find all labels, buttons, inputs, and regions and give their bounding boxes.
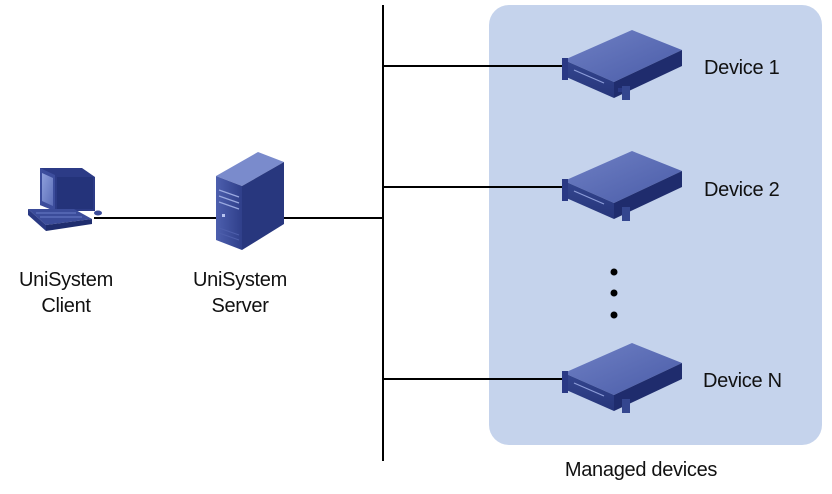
- device-n-label: Device N: [703, 370, 782, 392]
- client-label-line1: UniSystem: [19, 269, 113, 291]
- server-label-line2: Server: [211, 295, 269, 317]
- pc-icon: [28, 168, 102, 231]
- server-tower-icon: [216, 152, 284, 250]
- switch-icon-device-1: [562, 30, 682, 100]
- device-2-label: Device 2: [704, 179, 780, 201]
- device-1-label: Device 1: [704, 57, 780, 79]
- network-links: [94, 5, 568, 461]
- managed-devices-label: Managed devices: [564, 459, 718, 481]
- switch-icon-device-n: [562, 343, 682, 413]
- switch-icon-device-2: [562, 151, 682, 221]
- ellipsis-dots: [610, 268, 618, 319]
- managed-devices-panel: [489, 5, 822, 445]
- client-label-line2: Client: [41, 295, 91, 317]
- server-label-line1: UniSystem: [193, 269, 287, 291]
